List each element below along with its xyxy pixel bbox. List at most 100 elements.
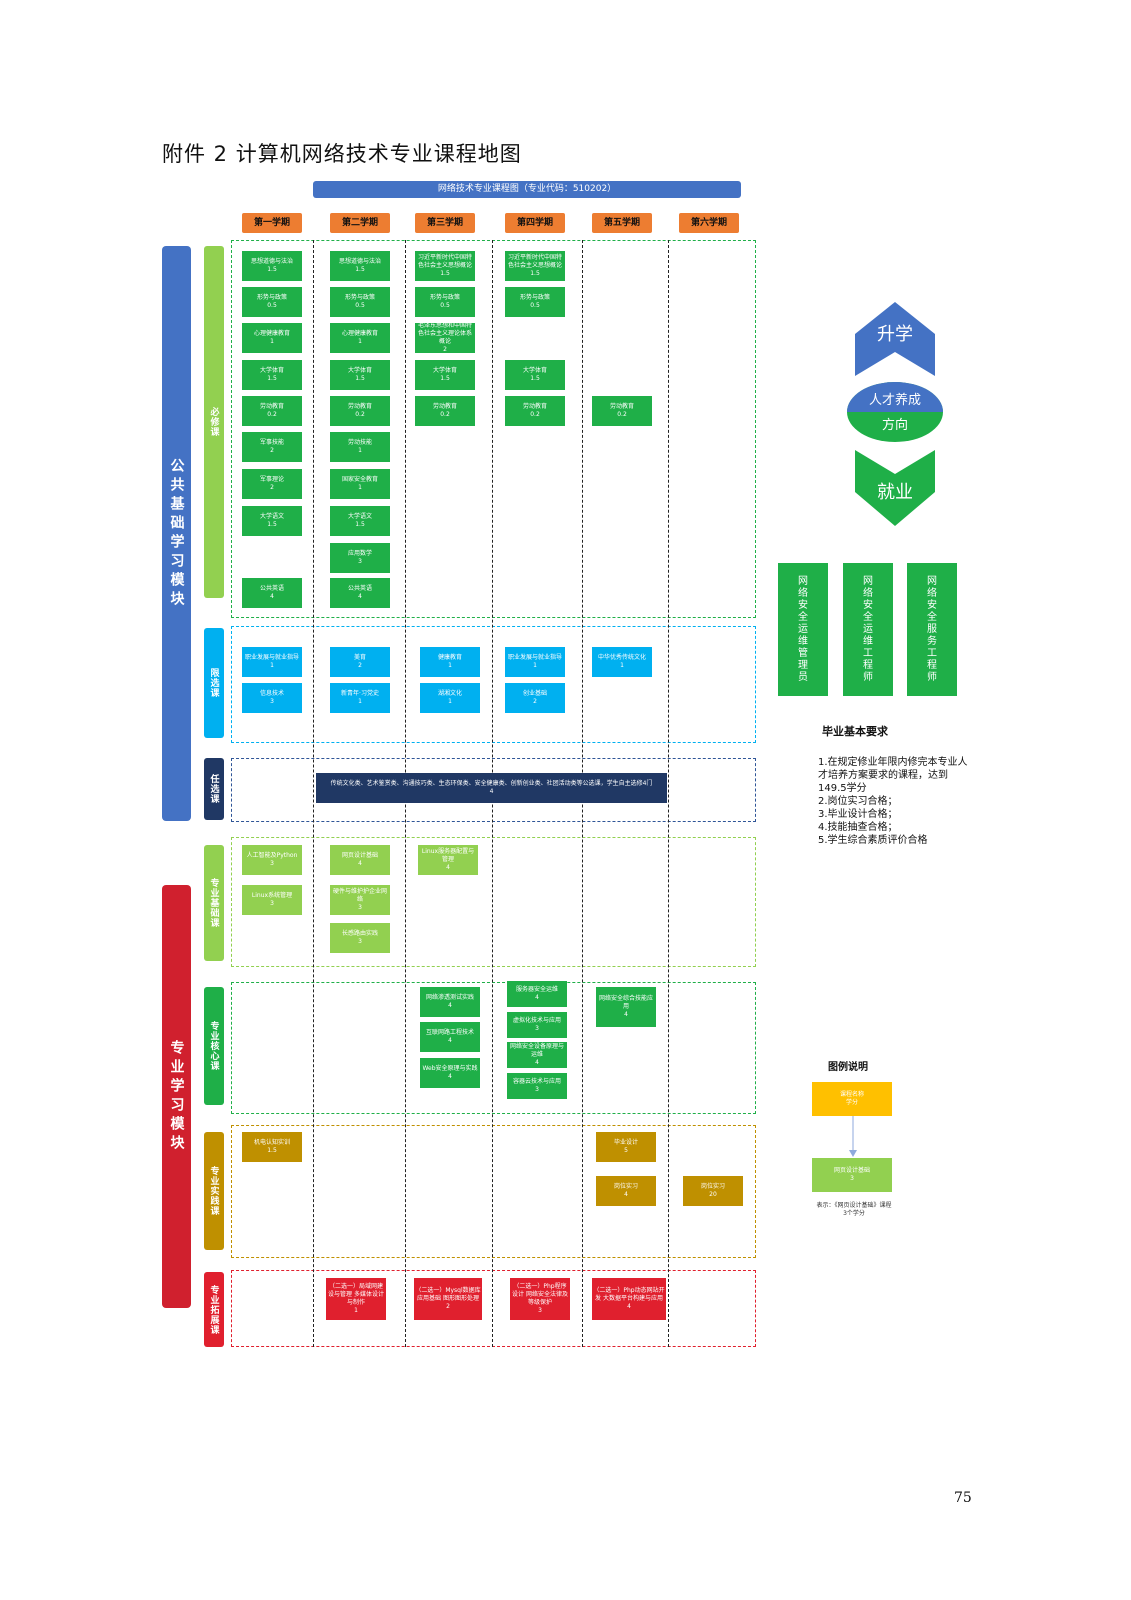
course-credit: 0.2 <box>617 411 627 418</box>
zone-extension <box>231 1270 756 1347</box>
course-name: 心理健康教育 <box>341 330 378 337</box>
semester-divider <box>313 240 314 1347</box>
zone-elective <box>231 758 756 822</box>
course-box: 传统文化类、艺术鉴赏类、沟通技巧类、生态环保类、安全健康类、创新创业类、社团活动… <box>316 773 667 803</box>
course-credit: 2 <box>443 346 447 353</box>
course-name: 劳动教育 <box>522 403 547 410</box>
course-name: 大学体育 <box>522 367 547 374</box>
course-name: 美育 <box>353 654 366 661</box>
legend-box-template: 课程名称 学分 <box>812 1082 892 1116</box>
course-name: 网络渗透测试实践 <box>425 994 474 1001</box>
semester-3-header: 第三学期 <box>415 213 475 233</box>
semester-5-header: 第五学期 <box>592 213 652 233</box>
course-credit: 1 <box>448 662 452 669</box>
course-credit: 3 <box>270 900 274 907</box>
course-name: 毛泽东思想和中国特色社会主义理论体系概论 <box>417 323 472 345</box>
course-name: 岗位实习 <box>700 1183 725 1190</box>
zone-limited <box>231 626 756 743</box>
category-basic: 专业基础课 <box>204 845 224 961</box>
center-ellipse-top <box>847 382 943 412</box>
course-credit: 1 <box>358 338 362 345</box>
legend-box-name: 课程名称 <box>839 1091 864 1098</box>
course-credit: 4 <box>489 788 494 795</box>
graduation-item: 1.在规定修业年限内修完本专业人才培养方案要求的课程，达到149.5学分 <box>818 757 968 794</box>
course-map-banner: 网络技术专业课程图（专业代码：510202） <box>313 181 741 198</box>
course-credit: 3 <box>535 1025 539 1032</box>
course-credit: 1 <box>270 338 274 345</box>
course-name: 大学体育 <box>259 367 284 374</box>
course-name: 劳动教育 <box>432 403 457 410</box>
legend-note-line: 表示：《网页设计基础》课程 <box>816 1202 892 1209</box>
course-name: （二选一）Mysql数据库应用基础 图形图形处理 <box>415 1287 481 1302</box>
course-credit: 0.2 <box>530 411 540 418</box>
course-name: 形势与政策 <box>344 294 375 301</box>
course-credit: 4 <box>535 994 539 1001</box>
zone-basic <box>231 837 756 967</box>
course-name: 劳动教育 <box>347 403 372 410</box>
course-name: 毕业设计 <box>613 1139 638 1146</box>
semester-4-header: 第四学期 <box>505 213 565 233</box>
page-number: 75 <box>954 1490 972 1506</box>
legend-note-line: 3个学分 <box>843 1210 865 1217</box>
course-name: 传统文化类、艺术鉴赏类、沟通技巧类、生态环保类、安全健康类、创新创业类、社团活动… <box>330 780 653 787</box>
course-credit: 3 <box>358 904 362 911</box>
course-name: 服务器安全运维 <box>515 986 558 993</box>
course-credit: 4 <box>446 864 450 871</box>
course-credit: 4 <box>358 593 362 600</box>
course-name: 职业发展与就业指导 <box>507 654 562 661</box>
course-credit: 0.2 <box>267 411 277 418</box>
course-credit: 1 <box>533 662 537 669</box>
job-label: 网络安全服务工程师 <box>927 575 937 683</box>
legend-box-credit: 学分 <box>845 1099 858 1106</box>
course-credit: 3 <box>358 558 362 565</box>
semester-divider <box>668 240 669 1347</box>
course-credit: 1 <box>448 698 452 705</box>
category-elective: 任选课 <box>204 758 224 820</box>
course-credit: 3 <box>358 938 362 945</box>
course-name: 大学体育 <box>347 367 372 374</box>
semester-6-header: 第六学期 <box>679 213 739 233</box>
course-name: 互联网路工程技术 <box>425 1029 474 1036</box>
course-name: 形势与政策 <box>429 294 460 301</box>
course-name: 职业发展与就业指导 <box>244 654 299 661</box>
course-credit: 1 <box>358 447 362 454</box>
course-credit: 1.5 <box>440 270 450 277</box>
course-name: 习近平新时代中国特色社会主义思想概论 <box>417 254 472 269</box>
course-credit: 1 <box>358 484 362 491</box>
course-credit: 2 <box>270 447 274 454</box>
job-label: 网络安全运维管理员 <box>798 575 808 683</box>
course-name: 硬件与维护护企业网络 <box>332 888 387 903</box>
course-name: Linux系统管理 <box>251 892 293 899</box>
course-name: 湖湘文化 <box>437 690 462 697</box>
course-name: 劳动教育 <box>609 403 634 410</box>
graduation-item: 3.毕业设计合格； <box>818 809 898 820</box>
semester-1-header: 第一学期 <box>242 213 302 233</box>
course-name: 应用数学 <box>347 550 372 557</box>
course-credit: 4 <box>448 1037 452 1044</box>
